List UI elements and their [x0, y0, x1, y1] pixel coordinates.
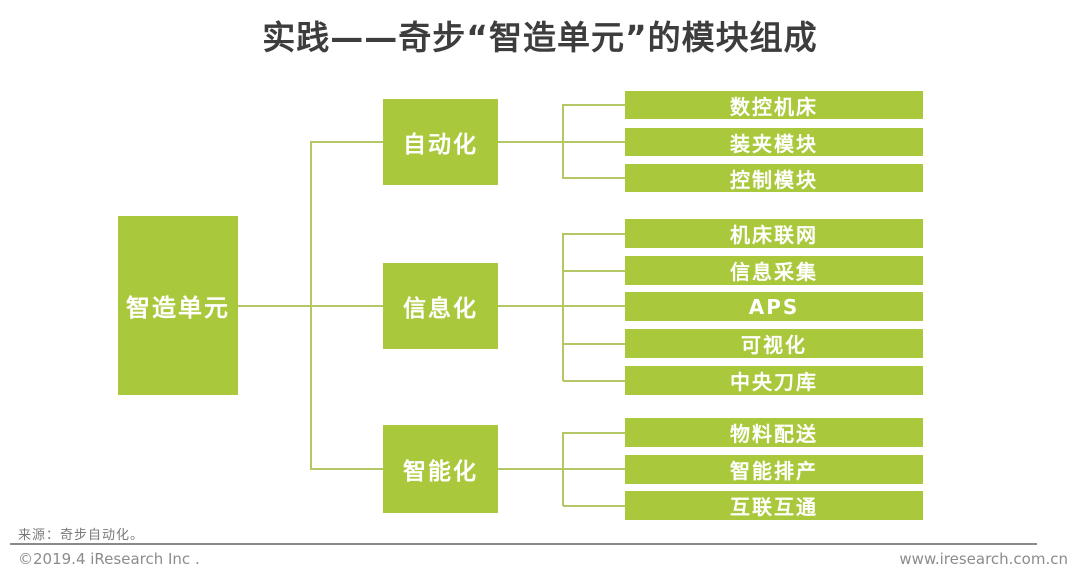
- connector-line: [563, 505, 625, 507]
- tree-leaf-node: 物料配送: [625, 418, 923, 447]
- connector-line: [562, 233, 564, 381]
- tree-leaf-node: APS: [625, 292, 923, 321]
- connector-line: [498, 305, 625, 307]
- tree-leaf-node: 装夹模块: [625, 128, 923, 156]
- connector-line: [563, 270, 625, 272]
- connector-line: [311, 141, 383, 143]
- connector-line: [563, 104, 625, 106]
- tree-group-node-intelligence: 智能化: [383, 425, 498, 513]
- tree-group-node-informatization: 信息化: [383, 263, 498, 349]
- connector-line: [563, 380, 625, 382]
- source-note: 来源：奇步自动化。: [18, 528, 145, 543]
- tree-leaf-node: 智能排产: [625, 455, 923, 484]
- tree-leaf-node: 机床联网: [625, 219, 923, 248]
- tree-leaf-node: 控制模块: [625, 164, 923, 192]
- connector-line: [498, 468, 625, 470]
- tree-group-node-automation: 自动化: [383, 99, 498, 185]
- tree-leaf-node: 中央刀库: [625, 366, 923, 395]
- connector-line: [311, 468, 383, 470]
- tree-leaf-node: 可视化: [625, 329, 923, 358]
- tree-leaf-node: 互联互通: [625, 491, 923, 520]
- connector-line: [563, 177, 625, 179]
- connector-line: [562, 432, 564, 506]
- footer-divider: [10, 543, 1037, 545]
- connector-line: [562, 104, 564, 179]
- tree-leaf-node: 信息采集: [625, 256, 923, 285]
- copyright-text: ©2019.4 iResearch Inc .: [18, 550, 200, 568]
- connector-line: [498, 141, 625, 143]
- connector-line: [563, 432, 625, 434]
- connector-line: [310, 141, 312, 470]
- page-title: 实践——奇步“智造单元”的模块组成: [262, 18, 818, 57]
- tree-leaf-node: 数控机床: [625, 91, 923, 119]
- website-text: www.iresearch.com.cn: [899, 550, 1068, 568]
- tree-root-node: 智造单元: [118, 216, 238, 395]
- connector-line: [563, 233, 625, 235]
- connector-line: [563, 343, 625, 345]
